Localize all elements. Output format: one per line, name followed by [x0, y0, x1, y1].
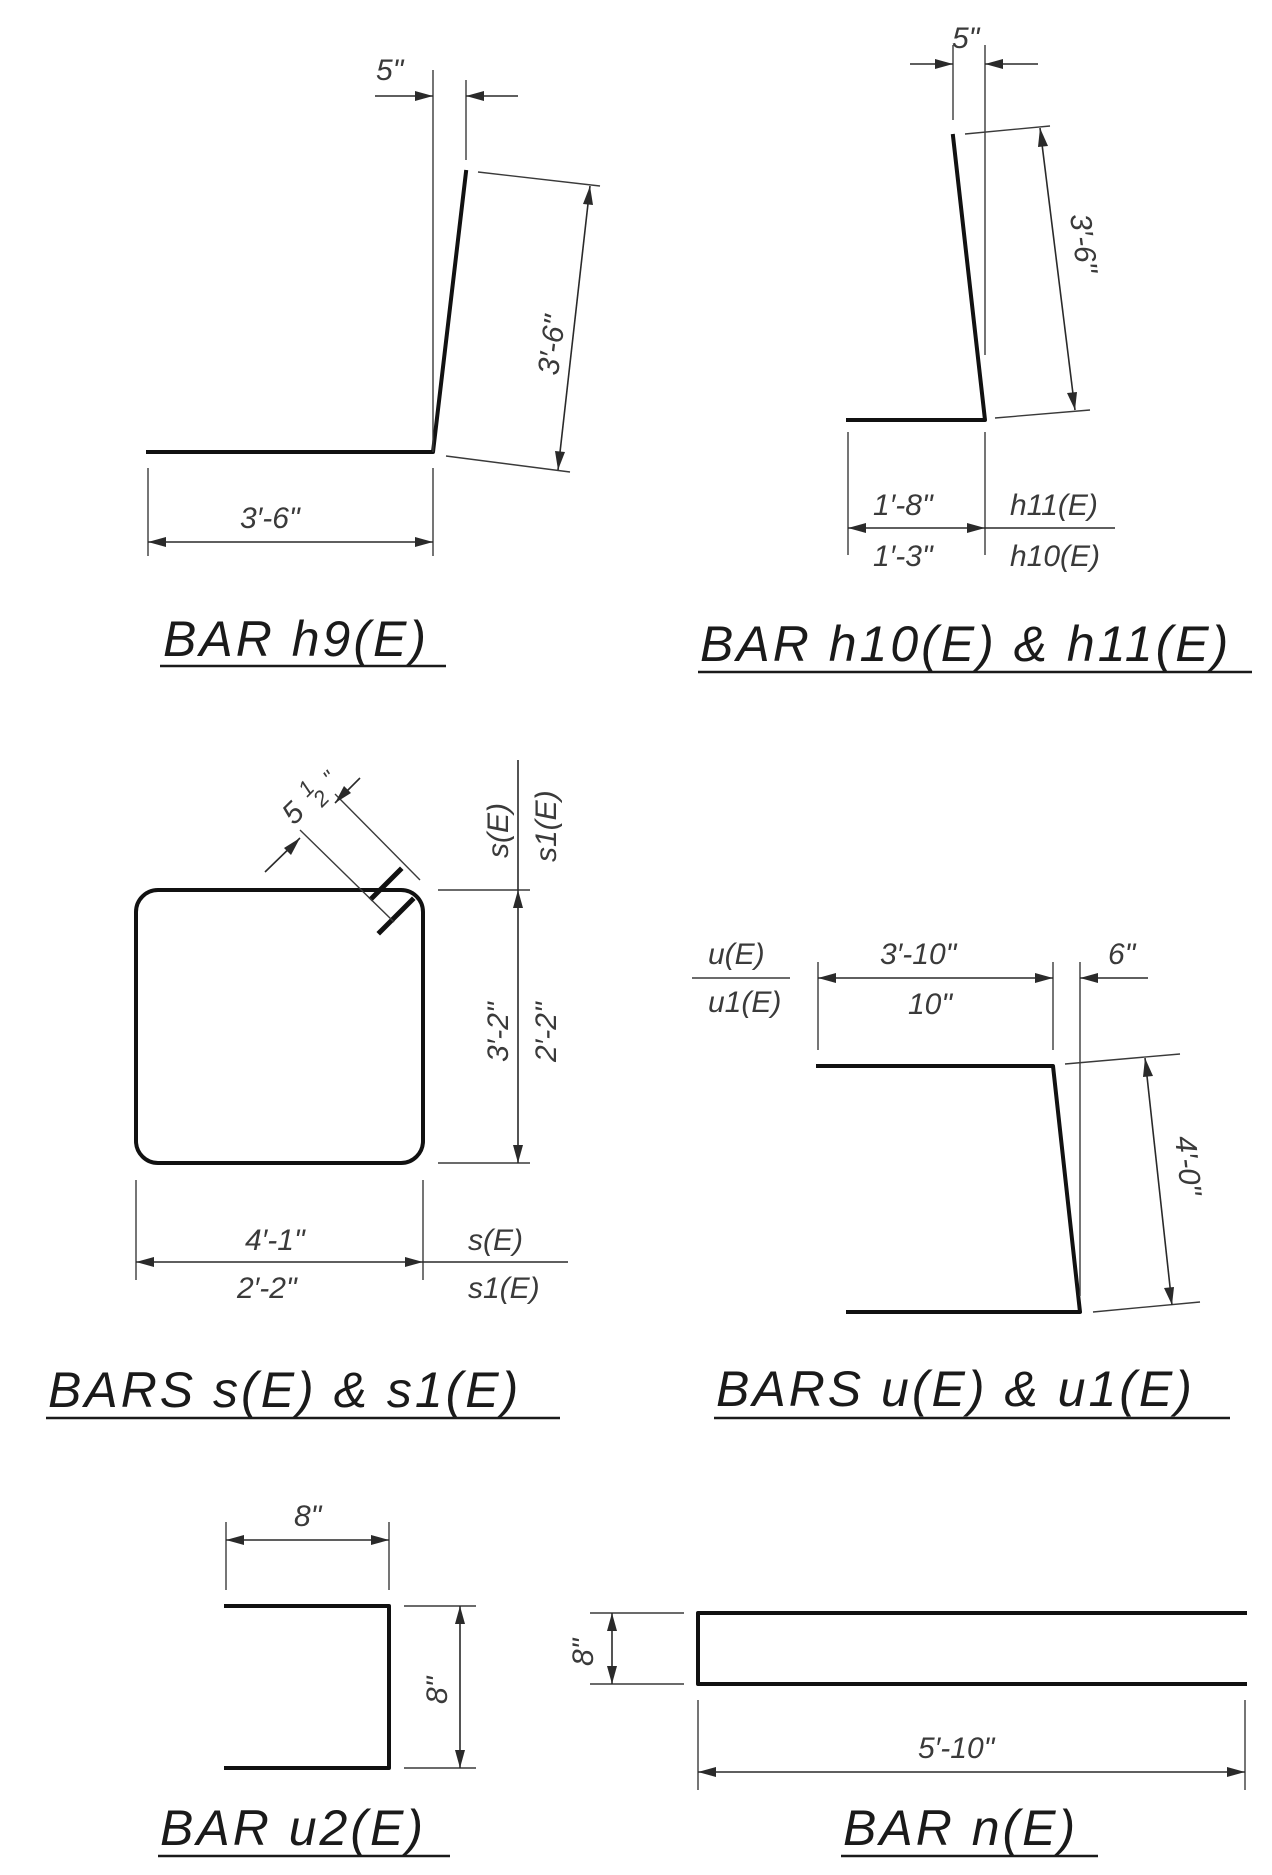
arrowhead	[405, 1257, 423, 1267]
bar-u-label: u(E)	[708, 938, 765, 971]
bar-s-width-dim: 4′-1"	[245, 1224, 306, 1257]
bar-u-leg-dim: 4′-0"	[1168, 1134, 1207, 1198]
arrowhead	[466, 91, 484, 101]
bar-u2-width-dim: 8"	[294, 1500, 323, 1533]
extension-line	[964, 125, 1051, 135]
bars-s-s1-title: BARS s(E) & s1(E)	[48, 1362, 521, 1418]
extension-line	[445, 455, 571, 473]
bar-h10-h11-detail: 5" 3′-6" 1′-8" 1′-3" h11(E) h10(E) BAR h…	[698, 22, 1252, 674]
extension-line	[334, 793, 421, 881]
bar-u-shape	[816, 1064, 1082, 1314]
arrowhead	[148, 537, 166, 547]
bar-h9-shape	[146, 169, 469, 454]
bar-s1-width-label: s1(E)	[468, 1272, 540, 1305]
bar-s-hook-dim-inch: "	[318, 765, 342, 789]
extension-line	[1092, 1301, 1201, 1313]
arrowhead	[985, 59, 1003, 69]
bar-n-title: BAR n(E)	[843, 1800, 1078, 1856]
bar-h10-base-top-dim: 1′-8"	[873, 489, 934, 522]
arrowhead	[607, 1613, 617, 1631]
bar-s1-height-dim: 2′-2"	[530, 1001, 563, 1063]
hook-mark	[376, 896, 416, 936]
arrowhead	[284, 838, 300, 855]
bars-u-u1-title: BARS u(E) & u1(E)	[716, 1361, 1195, 1417]
bar-h10-base-bottom-dim: 1′-3"	[873, 540, 934, 573]
dimension-line	[1144, 1057, 1173, 1306]
extension-line	[994, 409, 1091, 419]
bar-s-shape	[134, 888, 425, 1165]
hook-mark	[368, 866, 404, 902]
extension-line	[477, 171, 601, 187]
bar-u-offset-dim: 6"	[1108, 938, 1137, 971]
bar-h11-label: h11(E)	[1010, 489, 1098, 522]
bar-s-hook-dim-whole: 5	[276, 796, 311, 831]
arrowhead	[1035, 973, 1053, 983]
arrowhead	[513, 890, 523, 908]
arrowhead	[1143, 1058, 1153, 1077]
arrowhead	[335, 786, 351, 803]
bar-n-detail: 8" 5′-10" BAR n(E)	[567, 1611, 1247, 1858]
bar-u2-height-dim: 8"	[421, 1675, 454, 1704]
arrowhead	[935, 59, 953, 69]
bar-u2-detail: 8" 8" BAR u2(E)	[158, 1500, 476, 1858]
bar-h9-leg-dim: 3′-6"	[532, 312, 572, 377]
bar-u1-top-length-dim: 10"	[908, 988, 953, 1021]
bar-s1-top-label: s1(E)	[530, 790, 563, 862]
bar-h9-offset-dim: 5"	[376, 54, 405, 87]
bar-s-width-label: s(E)	[468, 1224, 523, 1257]
arrowhead	[607, 1666, 617, 1684]
arrowhead	[226, 1535, 244, 1545]
arrowhead	[848, 523, 866, 533]
bar-n-shape	[696, 1611, 1247, 1686]
bar-u2-title: BAR u2(E)	[160, 1800, 426, 1856]
arrowhead	[513, 1145, 523, 1163]
bar-n-length-dim: 5′-10"	[918, 1732, 996, 1765]
arrowhead	[698, 1767, 716, 1777]
bar-h9-title: BAR h9(E)	[163, 611, 429, 667]
extension-line	[1064, 1053, 1181, 1065]
arrowhead	[1164, 1287, 1174, 1305]
bar-h9-detail: 5" 3′-6" 3′-6" BAR h9(E)	[146, 54, 601, 668]
arrowhead	[1080, 973, 1098, 983]
arrowhead	[1038, 128, 1048, 147]
arrowhead	[415, 537, 433, 547]
bar-h10-leg-dim: 3′-6"	[1063, 212, 1103, 277]
bar-h10-h11-title: BAR h10(E) & h11(E)	[700, 616, 1231, 672]
arrowhead	[455, 1606, 465, 1624]
arrowhead	[1067, 392, 1077, 410]
arrowhead	[455, 1750, 465, 1768]
arrowhead	[371, 1535, 389, 1545]
bar-u2-shape	[224, 1604, 391, 1770]
bar-s-height-dim: 3′-2"	[482, 1001, 515, 1062]
arrowhead	[583, 186, 593, 205]
bar-h10-offset-dim: 5"	[952, 22, 981, 55]
bar-h10-label: h10(E)	[1010, 540, 1100, 573]
arrowhead	[967, 523, 985, 533]
extension-line	[299, 829, 395, 923]
bar-s-top-label: s(E)	[482, 803, 515, 858]
bar-n-height-dim: 8"	[567, 1637, 600, 1666]
arrowhead	[555, 451, 565, 470]
bar-h10-h11-shape	[846, 133, 987, 422]
dimension-line	[557, 185, 591, 471]
arrowhead	[136, 1257, 154, 1267]
arrowhead	[1227, 1767, 1245, 1777]
bars-s-s1-detail: 5 1 2 " s(E) s1(E) 3′-2" 2′-2" 4′-1" 2′-…	[46, 760, 568, 1420]
arrowhead	[415, 91, 433, 101]
bar-u-top-length-dim: 3′-10"	[880, 938, 958, 971]
bars-u-u1-detail: u(E) u1(E) 3′-10" 10" 6" 4′-0" BARS u(E)…	[692, 938, 1230, 1420]
bar-u1-label: u1(E)	[708, 986, 781, 1019]
arrowhead	[818, 973, 836, 983]
dimension-line	[1039, 127, 1076, 411]
bar-h9-base-dim: 3′-6"	[240, 502, 301, 535]
bar-s1-width-dim: 2′-2"	[236, 1272, 298, 1305]
